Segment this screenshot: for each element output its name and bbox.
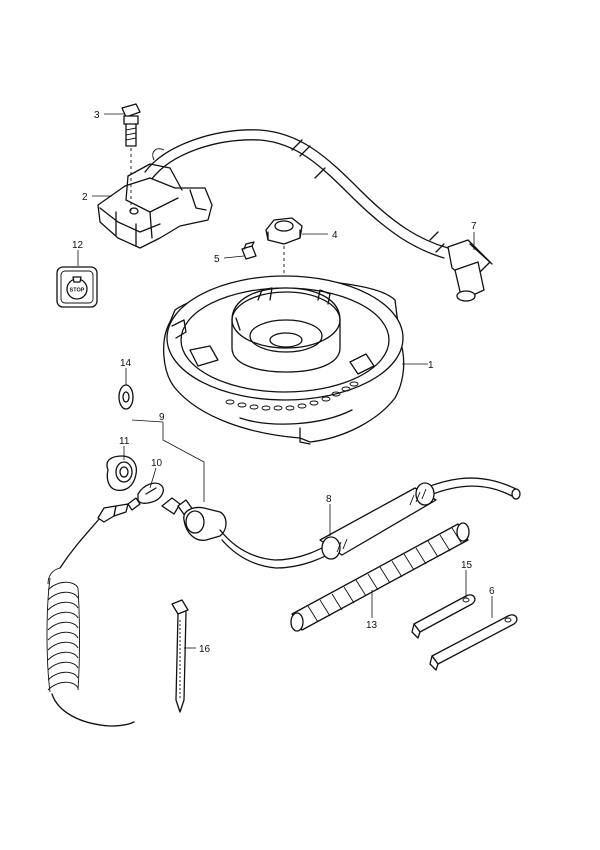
part-flywheel-1 bbox=[163, 275, 405, 445]
callout-13: 13 bbox=[366, 620, 378, 631]
callout-16: 16 bbox=[199, 644, 211, 655]
callout-10: 10 bbox=[151, 458, 163, 469]
part-ignition-coil-2 bbox=[97, 148, 213, 249]
part-wire-8 bbox=[219, 477, 521, 569]
callout-12: 12 bbox=[72, 240, 84, 251]
callout-4: 4 bbox=[332, 230, 338, 241]
part-clip-10 bbox=[127, 482, 164, 511]
part-spark-plug-cap-7 bbox=[144, 129, 493, 302]
part-washer-14 bbox=[118, 384, 134, 410]
callout-5: 5 bbox=[214, 254, 220, 265]
callout-6: 6 bbox=[489, 586, 495, 597]
part-grommet-11 bbox=[106, 455, 138, 492]
part-spiral-tube-13 bbox=[290, 522, 470, 632]
part-key-5 bbox=[241, 241, 257, 260]
callout-3: 3 bbox=[94, 110, 100, 121]
callout-8: 8 bbox=[326, 494, 332, 505]
callout-14: 14 bbox=[120, 358, 132, 369]
callout-9: 9 bbox=[159, 412, 165, 423]
stop-label: STOP bbox=[70, 288, 85, 294]
leader-lines bbox=[77, 113, 493, 649]
part-strap-15 bbox=[411, 594, 476, 639]
part-lanyard-9 bbox=[46, 497, 227, 727]
part-cable-tie-16 bbox=[171, 599, 189, 713]
callout-numbers: 1 2 3 4 5 6 7 8 9 10 11 12 13 14 15 16 bbox=[72, 110, 495, 655]
callout-15: 15 bbox=[461, 560, 473, 571]
part-strap-6 bbox=[429, 614, 518, 671]
callout-11: 11 bbox=[119, 436, 130, 447]
part-bolt-3 bbox=[121, 103, 141, 214]
callout-7: 7 bbox=[471, 221, 477, 232]
part-stop-cap-12: STOP bbox=[56, 266, 98, 308]
callout-1: 1 bbox=[428, 360, 434, 371]
callout-2: 2 bbox=[82, 192, 88, 203]
